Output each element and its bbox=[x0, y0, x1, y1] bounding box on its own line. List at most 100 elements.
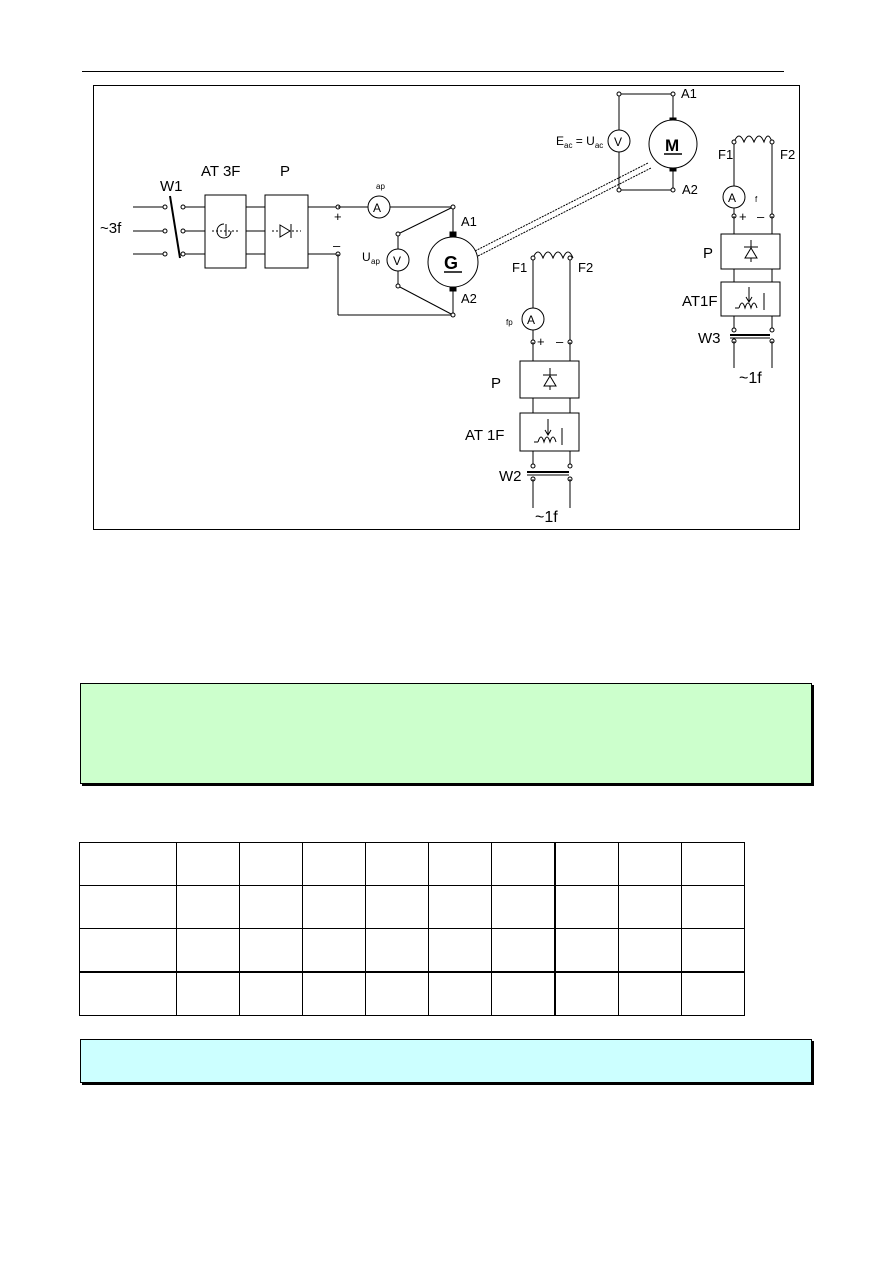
table-cell bbox=[681, 928, 745, 973]
mot-f2-label: F2 bbox=[780, 147, 795, 162]
minus-main-label: – bbox=[333, 238, 341, 253]
table-cell bbox=[681, 971, 745, 1016]
table-cell bbox=[681, 842, 745, 886]
table-cell bbox=[428, 842, 492, 886]
generator-icon bbox=[427, 236, 479, 288]
plus-motor-field-label: + bbox=[739, 209, 747, 224]
table-cell bbox=[176, 971, 240, 1016]
three-phase-lines bbox=[133, 206, 338, 255]
table-cell bbox=[618, 842, 682, 886]
table-cell bbox=[302, 842, 366, 886]
rectifier-motor-field-box bbox=[720, 233, 781, 270]
ammeter-gen-field-glyph: A bbox=[527, 313, 535, 327]
w1-switch bbox=[162, 195, 186, 259]
voltmeter-generator-glyph: V bbox=[393, 254, 401, 268]
cyan-note-box bbox=[80, 1039, 812, 1083]
ammeter-generator-glyph: A bbox=[373, 201, 381, 215]
table-cell bbox=[618, 885, 682, 929]
rectifier-gen-field-icon bbox=[543, 368, 557, 390]
rectifier-main-icon bbox=[272, 224, 301, 238]
ammeter-generator-icon bbox=[367, 195, 391, 219]
uap-sub: ap bbox=[371, 257, 380, 266]
table-cell bbox=[239, 928, 303, 973]
table-cell bbox=[365, 971, 429, 1016]
table-cell bbox=[365, 885, 429, 929]
table-cell bbox=[176, 885, 240, 929]
table-cell bbox=[239, 971, 303, 1016]
at1f-gen-label: AT 1F bbox=[465, 427, 504, 444]
shaft-coupling bbox=[474, 162, 652, 257]
table-cell bbox=[302, 885, 366, 929]
table-cell bbox=[428, 928, 492, 973]
table-cell bbox=[491, 885, 556, 929]
table-cell bbox=[554, 971, 619, 1016]
minus-gen-field-label: – bbox=[556, 334, 564, 349]
table-cell bbox=[554, 928, 619, 973]
table-cell bbox=[365, 842, 429, 886]
rectifier-gen-field-box bbox=[519, 360, 580, 399]
table-cell bbox=[618, 971, 682, 1016]
rectifier-motor-field-icon bbox=[744, 240, 758, 262]
table-cell bbox=[365, 928, 429, 973]
table-row bbox=[79, 928, 745, 973]
header-rule bbox=[82, 71, 784, 72]
table-cell bbox=[681, 885, 745, 929]
minus-motor-field-label: – bbox=[757, 209, 765, 224]
table-cell bbox=[176, 928, 240, 973]
rectifier-motor-field-label: P bbox=[703, 245, 713, 262]
f-sub: f bbox=[755, 195, 758, 204]
ammeter-gen-field-icon bbox=[521, 307, 545, 331]
fp-sub: fp bbox=[506, 318, 513, 327]
table-cell bbox=[491, 842, 556, 886]
table-cell bbox=[428, 971, 492, 1016]
rectifier-main-label: P bbox=[280, 163, 290, 180]
at3f-box bbox=[204, 194, 247, 269]
table-row bbox=[79, 885, 745, 929]
motor-a2-label: A2 bbox=[682, 182, 698, 197]
generator-label: G bbox=[444, 253, 458, 273]
table-cell bbox=[618, 928, 682, 973]
table-cell bbox=[302, 971, 366, 1016]
measurement-table bbox=[79, 842, 745, 1016]
table-cell bbox=[554, 842, 619, 886]
autotransformer-3f-icon bbox=[212, 223, 239, 239]
w3-label: W3 bbox=[698, 330, 721, 347]
gen-f2-label: F2 bbox=[578, 260, 593, 275]
table-cell bbox=[79, 928, 177, 973]
voltmeter-motor-icon bbox=[607, 129, 631, 153]
table-cell bbox=[79, 885, 177, 929]
plus-main-label: + bbox=[334, 209, 342, 224]
voltmeter-generator-icon bbox=[386, 248, 410, 272]
gen-a2-label: A2 bbox=[461, 291, 477, 306]
motor-a1-label: A1 bbox=[681, 86, 697, 101]
table-cell bbox=[239, 842, 303, 886]
motor-field-coil bbox=[733, 135, 773, 216]
armature-circuit-wires bbox=[337, 206, 454, 316]
gen-f1-label: F1 bbox=[512, 260, 527, 275]
w2-label: W2 bbox=[499, 468, 522, 485]
table-cell bbox=[491, 971, 556, 1016]
at1f-gen-box bbox=[519, 412, 580, 452]
autotransformer-1f-motor-icon bbox=[735, 287, 765, 310]
at1f-motor-label: AT1F bbox=[682, 293, 718, 310]
ammeter-motor-field-icon bbox=[722, 185, 746, 209]
autotransformer-1f-gen-icon bbox=[534, 419, 563, 445]
plus-gen-field-label: + bbox=[537, 334, 545, 349]
table-row bbox=[79, 971, 745, 1016]
table-cell bbox=[79, 971, 177, 1016]
supply-1f-motor-label: ~1f bbox=[739, 370, 762, 387]
mot-f1-label: F1 bbox=[718, 147, 733, 162]
at1f-motor-box bbox=[720, 281, 781, 317]
table-cell bbox=[239, 885, 303, 929]
gen-a1-label: A1 bbox=[461, 214, 477, 229]
motor-armature-wires bbox=[618, 93, 674, 191]
table-row bbox=[79, 842, 745, 886]
at3f-label: AT 3F bbox=[201, 163, 240, 180]
motor-label: M bbox=[665, 136, 679, 155]
ammeter-generator-sub: ap bbox=[376, 182, 385, 191]
w1-label: W1 bbox=[160, 178, 183, 195]
supply-1f-gen-label: ~1f bbox=[535, 509, 558, 526]
table-cell bbox=[302, 928, 366, 973]
table-cell bbox=[554, 885, 619, 929]
voltmeter-motor-glyph: V bbox=[614, 135, 622, 149]
